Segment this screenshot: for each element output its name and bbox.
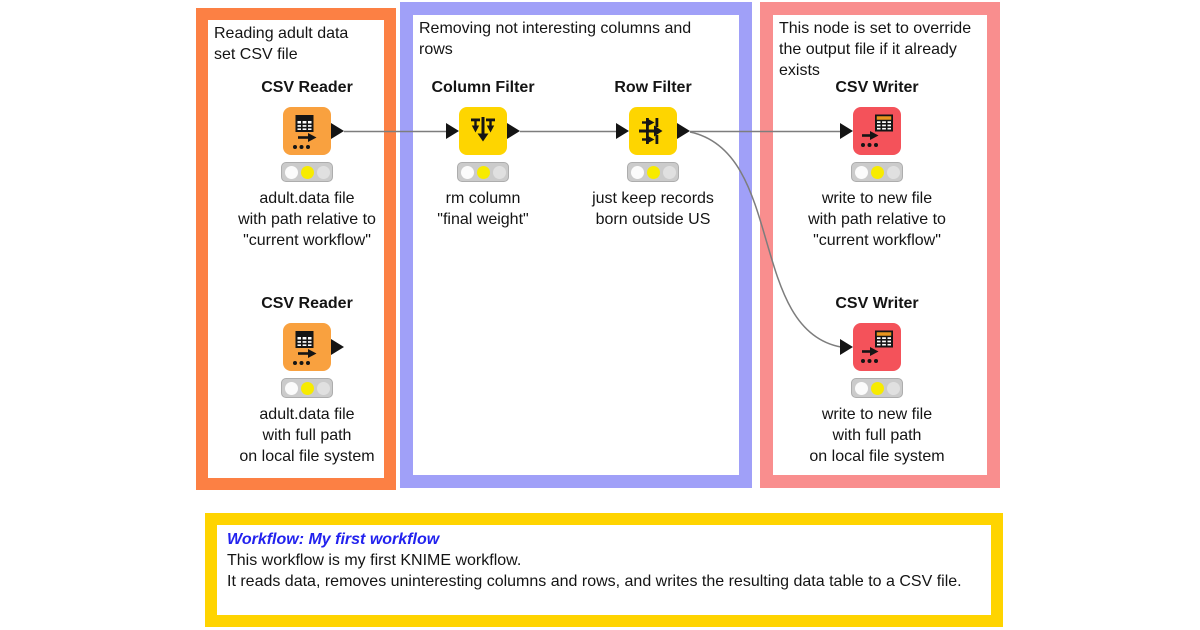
- node-status-traffic-light: [851, 162, 903, 182]
- node-caption: adult.data file with full path on local …: [239, 406, 375, 465]
- node-status-traffic-light: [281, 162, 333, 182]
- csv-reader-icon[interactable]: [283, 107, 344, 155]
- annotation-text: Reading adult data set CSV file: [214, 25, 349, 63]
- output-port[interactable]: [331, 339, 344, 355]
- node-caption: rm column "final weight": [437, 190, 529, 228]
- node-caption: adult.data file with path relative to "c…: [238, 190, 376, 249]
- node-csv-reader-2[interactable]: CSV Reader: [217, 294, 397, 467]
- node-label: CSV Reader: [261, 295, 353, 312]
- node-csv-reader-1[interactable]: CSV Reader: [217, 78, 397, 251]
- status-dot-red: [854, 165, 868, 179]
- annotation-text: This node is set to override the output …: [779, 20, 972, 79]
- csv-writer-icon[interactable]: [840, 323, 901, 371]
- workflow-description-line: This workflow is my first KNIME workflow…: [227, 552, 522, 569]
- status-dot-red: [630, 165, 644, 179]
- workflow-description-line: It reads data, removes uninteresting col…: [227, 573, 962, 590]
- node-caption: write to new file with full path on loca…: [809, 406, 945, 465]
- status-dot-green: [886, 381, 900, 395]
- node-caption: just keep records born outside US: [592, 190, 714, 228]
- node-csv-writer-2[interactable]: CSV Writer: [787, 294, 967, 467]
- annotation-box-reading[interactable]: Reading adult data set CSV file: [196, 8, 396, 490]
- node-label: Row Filter: [614, 79, 692, 96]
- status-dot-yellow: [870, 165, 884, 179]
- workflow-title: Workflow: My first workflow: [227, 531, 440, 548]
- input-port[interactable]: [840, 339, 853, 355]
- node-label: CSV Writer: [835, 295, 919, 312]
- csv-writer-icon[interactable]: [840, 107, 901, 155]
- node-caption: write to new file with path relative to …: [808, 190, 946, 249]
- row-filter-icon[interactable]: [616, 107, 690, 155]
- input-port[interactable]: [446, 123, 459, 139]
- node-label: CSV Writer: [835, 79, 919, 96]
- node-row-filter[interactable]: Row Filter: [563, 78, 743, 230]
- workflow-description-box[interactable]: Workflow: My first workflow This workflo…: [205, 513, 1003, 627]
- annotation-box-removing[interactable]: Removing not interesting columns and row…: [400, 2, 752, 488]
- status-dot-red: [284, 165, 298, 179]
- status-dot-green: [492, 165, 506, 179]
- column-filter-icon[interactable]: [446, 107, 520, 155]
- node-label: Column Filter: [431, 79, 535, 96]
- node-status-traffic-light: [281, 378, 333, 398]
- node-column-filter[interactable]: Column Filter: [393, 78, 573, 230]
- status-dot-green: [316, 165, 330, 179]
- status-dot-green: [316, 381, 330, 395]
- status-dot-yellow: [646, 165, 660, 179]
- status-dot-yellow: [300, 381, 314, 395]
- status-dot-yellow: [300, 165, 314, 179]
- annotation-text: Removing not interesting columns and row…: [419, 20, 692, 58]
- output-port[interactable]: [507, 123, 520, 139]
- csv-reader-icon[interactable]: [283, 323, 344, 371]
- status-dot-red: [460, 165, 474, 179]
- status-dot-yellow: [476, 165, 490, 179]
- node-status-traffic-light: [851, 378, 903, 398]
- input-port[interactable]: [616, 123, 629, 139]
- output-port[interactable]: [677, 123, 690, 139]
- status-dot-red: [854, 381, 868, 395]
- node-status-traffic-light: [457, 162, 509, 182]
- status-dot-green: [886, 165, 900, 179]
- node-status-traffic-light: [627, 162, 679, 182]
- input-port[interactable]: [840, 123, 853, 139]
- node-csv-writer-1[interactable]: CSV Writer: [787, 78, 967, 251]
- status-dot-yellow: [870, 381, 884, 395]
- status-dot-green: [662, 165, 676, 179]
- status-dot-red: [284, 381, 298, 395]
- node-label: CSV Reader: [261, 79, 353, 96]
- output-port[interactable]: [331, 123, 344, 139]
